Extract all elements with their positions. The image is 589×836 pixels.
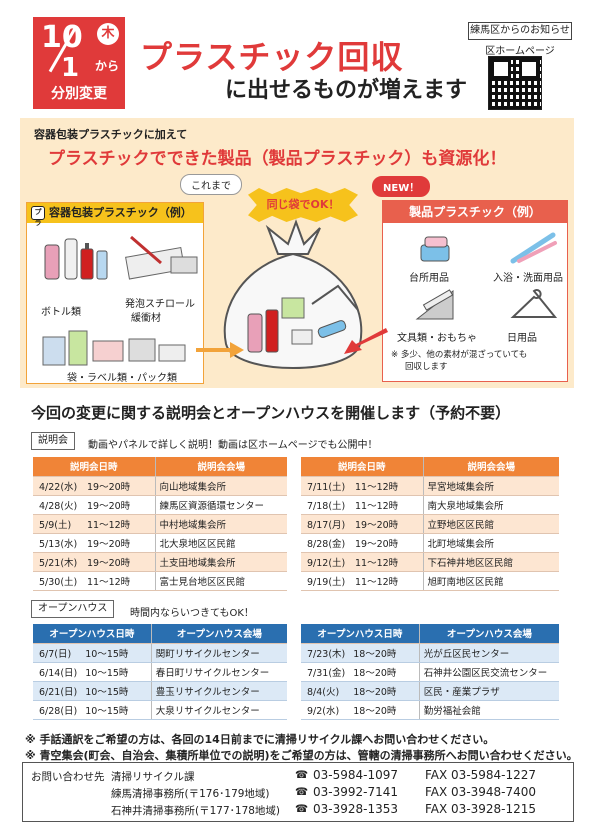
contact-tel[interactable]: 03-3928-1353	[313, 802, 399, 816]
toothbrush-icon	[510, 232, 557, 264]
contact-name: 石神井清掃事務所(〒177･178地域)	[111, 805, 281, 817]
info-panel: 容器包装プラスチックに加えて プラスチックでできた製品（製品プラスチック）も資源…	[20, 118, 574, 388]
date-from: から	[95, 59, 120, 73]
table-row: 8/28(金)19～20時北町地域集会所	[301, 533, 559, 553]
table-row: 9/2(水)18～20時勤労福祉会館	[301, 700, 559, 720]
openhouse-desc: 時間内ならいつきてもOK！	[130, 608, 254, 619]
card-product-plastic: 製品プラスチック（例） 台所用品 入浴・洗面用品 文具類・おもちゃ 日用品 ※ …	[382, 200, 568, 382]
garbage-bag-icon	[223, 219, 363, 369]
col-header-date: 説明会日時	[33, 457, 155, 477]
packs-icon	[42, 330, 186, 366]
table-row: 7/18(土)11～12時南大泉地域集会所	[301, 495, 559, 515]
col-header-venue: 説明会会場	[154, 457, 287, 477]
openhouse-table-right: オープンハウス日時オープンハウス会場 7/23(木)18～20時光が丘区民センタ…	[301, 624, 559, 720]
table-row: 5/13(水)19～20時北大泉地区区民館	[33, 533, 287, 553]
table-row: 6/7(日)10～15時関町リサイクルセンター	[33, 643, 287, 663]
pura-mark-icon: プラ	[31, 206, 45, 227]
card-left-title: 容器包装プラスチック（例）	[49, 206, 192, 219]
kitchen-icon	[420, 236, 450, 262]
phone-icon: ☎	[295, 769, 309, 781]
panel-pre: 容器包装プラスチックに加えて	[34, 128, 188, 141]
item-bath: 入浴・洗面用品	[493, 273, 563, 284]
section-title: 今回の変更に関する説明会とオープンハウスを開催します（予約不要）	[31, 404, 511, 422]
table-row: 5/9(土)11～12時中村地域集会所	[33, 514, 287, 534]
item-kitchen: 台所用品	[409, 273, 449, 284]
arrow-left-icon	[344, 328, 388, 354]
homepage-label: 区ホームページ	[485, 46, 555, 57]
table-row: 5/30(土)11～12時富士見台地区区民館	[33, 571, 287, 591]
openhouse-tag: オープンハウス	[31, 600, 115, 618]
same-bag-burst: 同じ袋でOK！	[248, 188, 358, 222]
contact-label: お問い合わせ先	[31, 771, 105, 783]
item-bottles: ボトル類	[41, 307, 81, 318]
footnote-outdoor-meeting: ※ 青空集会(町会、自治会、集積所単位での説明)をご希望の方は、管轄の清掃事務所…	[25, 749, 578, 762]
page-subtitle: に出せるものが増えます	[225, 78, 468, 103]
item-cushion: 緩衝材	[131, 313, 161, 324]
col-header-date: オープンハウス日時	[33, 624, 152, 644]
briefing-table-right: 説明会日時説明会会場 7/11(土)11～12時早宮地域集会所 7/18(土)1…	[301, 457, 559, 591]
product-note-line2: 回収します	[405, 362, 448, 372]
col-header-venue: 説明会会場	[422, 457, 559, 477]
panel-headline: プラスチックでできた製品（製品プラスチック）も資源化！	[48, 149, 507, 169]
product-note: ※ 多少、他の素材が混ざっていても 回収します	[391, 349, 527, 373]
card-left-header: プラ 容器包装プラスチック（例）	[27, 203, 203, 227]
contact-box: お問い合わせ先 清掃リサイクル課 練馬清掃事務所(〒176･179地域) 石神井…	[22, 762, 574, 822]
footnote-sign-language: ※ 手話通訳をご希望の方は、各回の14日前までに清掃リサイクル課へお問い合わせく…	[25, 733, 495, 746]
table-row: 8/17(月)19～20時立野地区区民館	[301, 514, 559, 534]
table-row: 7/31(金)18～20時石神井公園区民交流センター	[301, 662, 559, 682]
contact-fax: FAX 03-3948-7400	[425, 785, 537, 799]
item-stationery: 文具類・おもちゃ	[397, 333, 477, 344]
page-title: プラスチック回収	[140, 38, 404, 76]
table-row: 8/4(火)18～20時区民・産業プラザ	[301, 681, 559, 701]
item-foam: 発泡スチロール	[125, 299, 195, 310]
bottles-icon	[44, 238, 108, 280]
ruler-icon	[415, 289, 454, 320]
briefing-table-left: 説明会日時説明会会場 4/22(水)19～20時向山地域集会所 4/28(火)1…	[33, 457, 287, 591]
col-header-venue: オープンハウス会場	[150, 624, 287, 644]
col-header-date: 説明会日時	[301, 457, 423, 477]
briefing-desc: 動画やパネルで詳しく説明！動画は区ホームページでも公開中！	[88, 440, 378, 451]
foam-icon	[125, 235, 198, 280]
contact-tel[interactable]: 03-3992-7141	[313, 785, 399, 799]
card-container-plastic: プラ 容器包装プラスチック（例） ボトル類 発泡スチロール 緩衝材 袋・ラベル類…	[26, 202, 204, 384]
item-daily: 日用品	[507, 333, 537, 344]
contact-fax: FAX 03-3928-1215	[425, 802, 537, 816]
phone-icon: ☎	[295, 786, 309, 798]
callout-before: これまで	[180, 174, 242, 195]
notice-label: 練馬区からのお知らせ	[468, 22, 572, 40]
table-row: 9/12(土)11～12時下石神井地区区民館	[301, 552, 559, 572]
table-row: 4/28(火)19～20時練馬区資源循環センター	[33, 495, 287, 515]
table-row: 4/22(水)19～20時向山地域集会所	[33, 476, 287, 496]
product-note-line1: ※ 多少、他の素材が混ざっていても	[391, 350, 528, 360]
arrow-right-icon	[196, 342, 244, 358]
table-row: 9/19(土)11～12時旭町南地区区民館	[301, 571, 559, 591]
table-row: 7/23(木)18～20時光が丘区民センター	[301, 643, 559, 663]
card-right-title: 製品プラスチック（例）	[383, 201, 567, 223]
table-row: 5/21(木)19～20時土支田地域集会所	[33, 552, 287, 572]
table-row: 6/28(日)10～15時大泉リサイクルセンター	[33, 700, 287, 720]
col-header-venue: オープンハウス会場	[418, 624, 559, 644]
qr-code-icon[interactable]	[488, 56, 542, 110]
contact-name: 練馬清掃事務所(〒176･179地域)	[111, 788, 270, 800]
phone-icon: ☎	[295, 803, 309, 815]
table-row: 6/21(日)10～15時豊玉リサイクルセンター	[33, 681, 287, 701]
openhouse-table-left: オープンハウス日時オープンハウス会場 6/7(日)10～15時関町リサイクルセン…	[33, 624, 287, 720]
date-sub: 分別変更	[51, 86, 107, 102]
table-row: 6/14(日)10～15時春日町リサイクルセンター	[33, 662, 287, 682]
callout-new: NEW！	[372, 176, 431, 197]
contact-tel[interactable]: 03-5984-1097	[313, 768, 399, 782]
hanger-icon	[510, 289, 558, 318]
table-row: 7/11(土)11～12時早宮地域集会所	[301, 476, 559, 496]
col-header-date: オープンハウス日時	[301, 624, 420, 644]
date-day: 1	[61, 53, 80, 83]
day-of-week: 木	[97, 23, 119, 45]
briefing-tag: 説明会	[31, 432, 75, 450]
contact-name: 清掃リサイクル課	[111, 771, 195, 783]
item-bags: 袋・ラベル類・パック類	[67, 373, 177, 384]
contact-fax: FAX 03-5984-1227	[425, 768, 537, 782]
date-badge: 10 1 木 から 分別変更	[33, 17, 125, 109]
